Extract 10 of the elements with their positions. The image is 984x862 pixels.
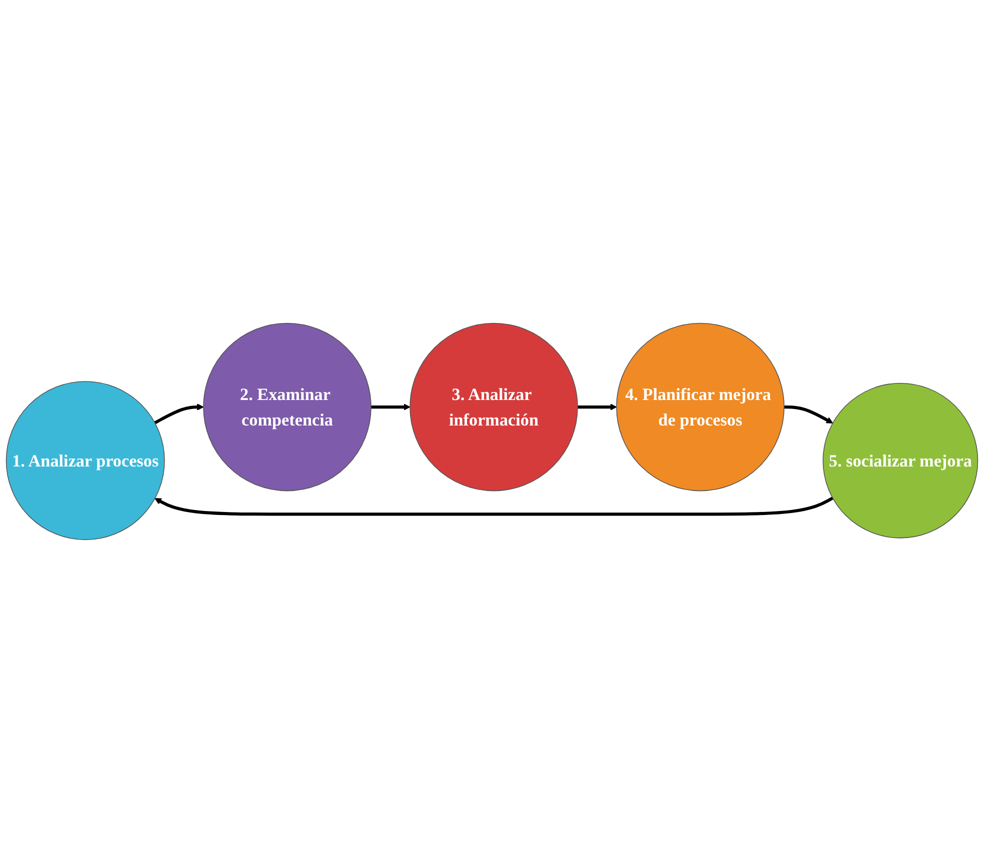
arrow	[371, 403, 410, 410]
arrow	[154, 496, 834, 516]
arrow	[154, 403, 204, 424]
arrow	[784, 404, 834, 423]
node-circle: 1. Analizar procesos	[6, 380, 165, 540]
node-circle: 4. Planificar mejora de procesos	[616, 322, 784, 491]
node-circle: 5. socializar mejora	[822, 382, 978, 538]
arrow	[578, 403, 617, 410]
node-circle: 3. Analizar información	[410, 322, 578, 491]
node-circle: 2. Examinar competencia	[203, 322, 372, 491]
